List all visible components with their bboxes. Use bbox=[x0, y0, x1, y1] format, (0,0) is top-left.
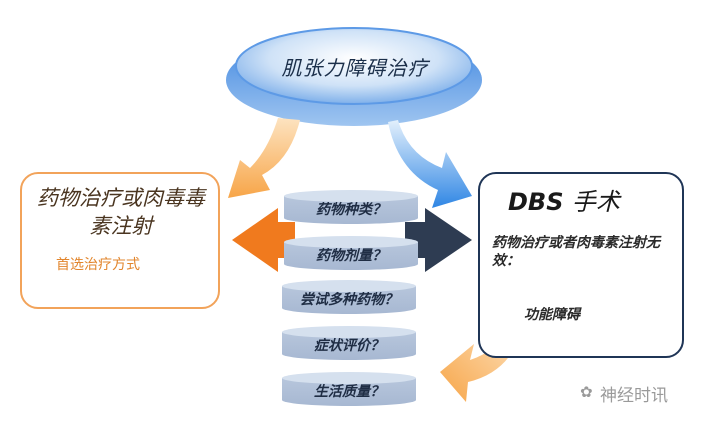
wechat-icon: ✿ bbox=[580, 383, 593, 401]
arrow-right-navy-icon bbox=[405, 208, 472, 272]
center-label: 肌张力障碍治疗 bbox=[281, 56, 429, 80]
question-cylinder: 药物种类？ bbox=[284, 190, 418, 224]
question-cylinder: 尝试多种药物？ bbox=[282, 280, 416, 314]
curved-arrow-right-icon bbox=[388, 120, 472, 208]
left-box-title: 药物治疗或肉毒毒素注射 bbox=[37, 186, 205, 238]
right-box-reason: 功能障碍 bbox=[524, 307, 580, 323]
right-box-condition: 药物治疗或者肉毒素注射无效： bbox=[492, 235, 660, 269]
curved-arrow-left-icon bbox=[228, 118, 300, 198]
watermark: 神经时讯 bbox=[600, 386, 668, 406]
left-box-subtitle: 首选治疗方式 bbox=[56, 257, 140, 273]
dbs-label: DBS bbox=[508, 188, 564, 216]
left-box: 药物治疗或肉毒毒素注射 首选治疗方式 bbox=[20, 172, 220, 309]
arrow-left-orange-icon bbox=[232, 208, 295, 272]
question-cylinder: 生活质量？ bbox=[282, 372, 416, 406]
surgery-label: 手术 bbox=[571, 188, 620, 216]
question-cylinder: 药物剂量？ bbox=[284, 236, 418, 270]
center-disc bbox=[226, 27, 482, 126]
right-box: DBS 手术 药物治疗或者肉毒素注射无效： 功能障碍 bbox=[478, 172, 684, 358]
right-box-title: DBS 手术 bbox=[508, 182, 620, 217]
question-cylinder: 症状评价？ bbox=[282, 326, 416, 360]
